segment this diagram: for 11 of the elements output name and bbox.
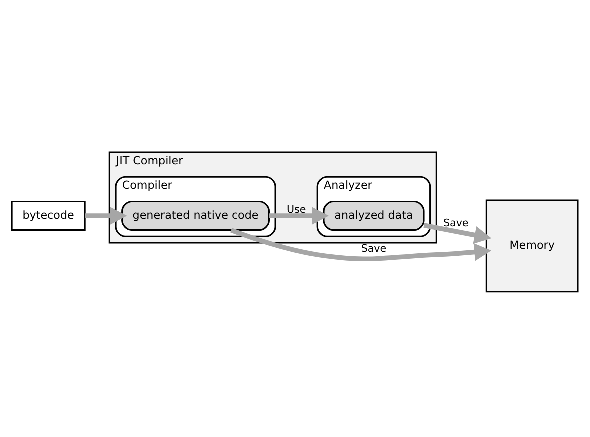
node-box: analyzed data xyxy=(323,200,425,231)
edge-label: Save xyxy=(443,217,469,230)
arrow xyxy=(85,206,128,224)
node-box: Memory xyxy=(486,199,579,292)
node-box: bytecode xyxy=(11,200,86,231)
edge-label: Use xyxy=(286,204,306,216)
node-box: generated native code xyxy=(122,200,270,231)
edge-label: Save xyxy=(361,242,387,255)
arrow xyxy=(230,228,492,261)
arrow xyxy=(269,206,330,224)
arrow xyxy=(424,222,492,244)
